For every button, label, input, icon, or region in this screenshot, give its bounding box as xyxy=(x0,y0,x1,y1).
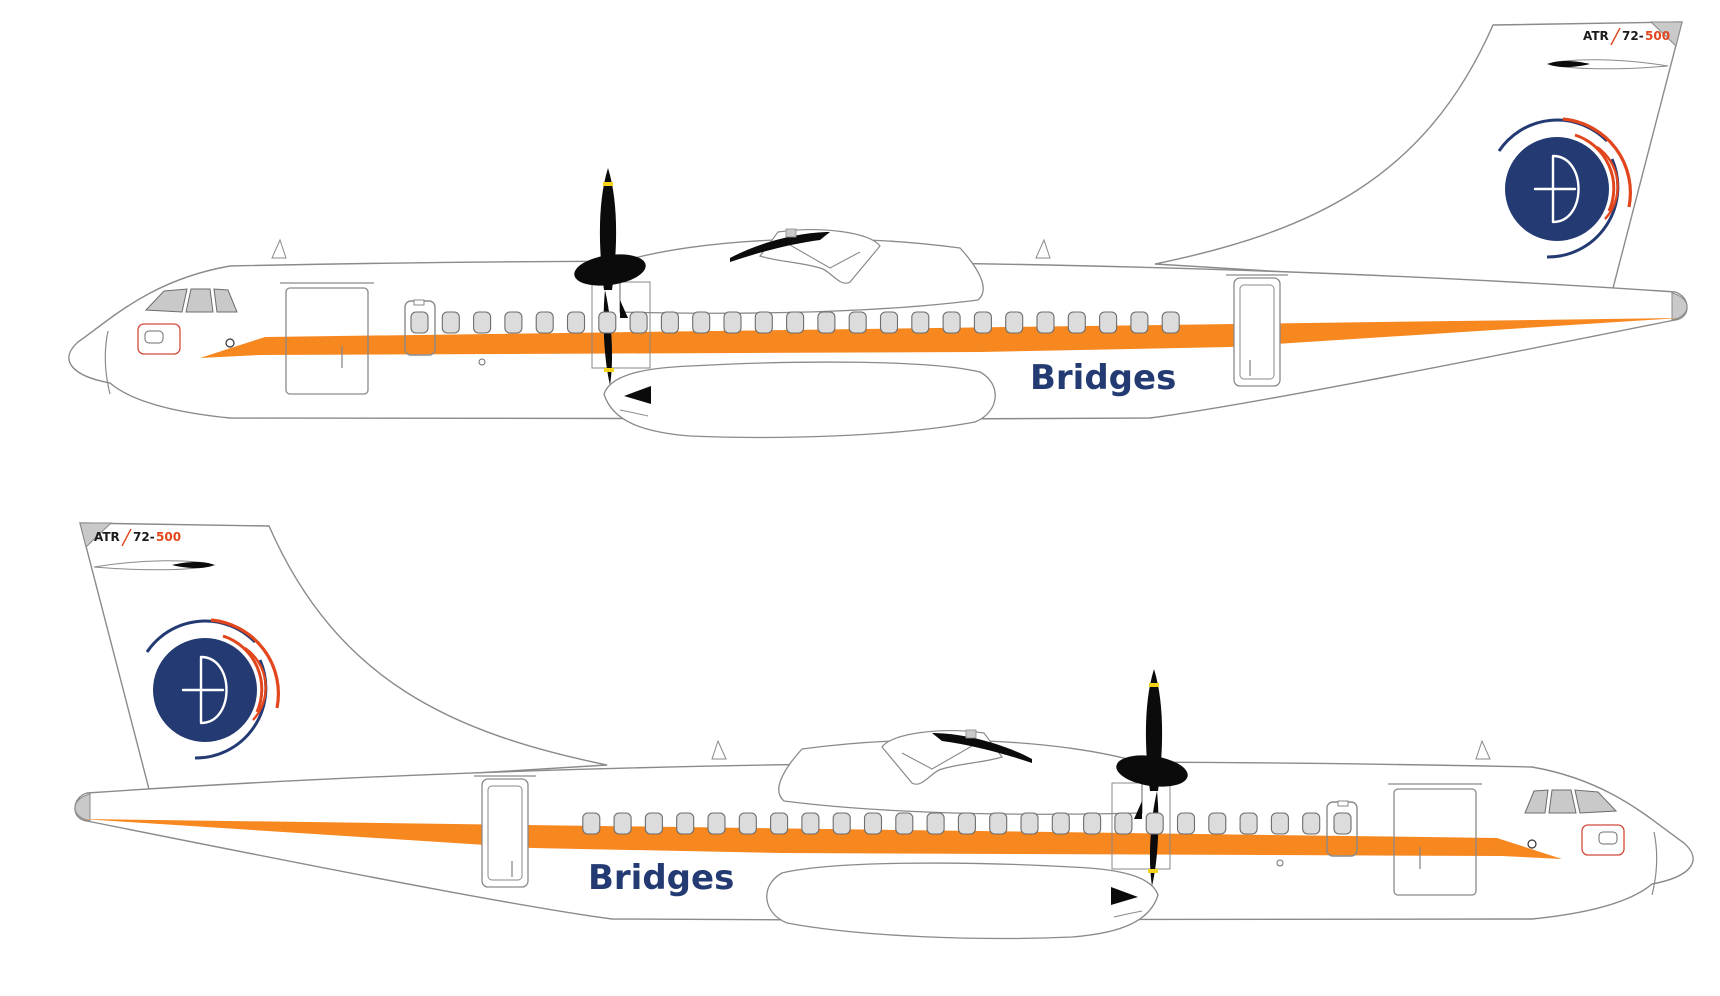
cabin-window xyxy=(1005,311,1024,334)
cabin-window xyxy=(738,812,757,835)
cabin-windows xyxy=(582,812,1352,835)
cabin-window xyxy=(754,311,773,334)
cabin-window xyxy=(926,812,945,835)
cabin-window xyxy=(410,311,429,334)
cabin-window xyxy=(582,812,601,835)
cabin-window xyxy=(441,311,460,334)
cabin-window xyxy=(989,812,1008,835)
cabin-window xyxy=(676,812,695,835)
cabin-window xyxy=(879,311,899,334)
cabin-window xyxy=(723,311,742,334)
cabin-window xyxy=(1036,311,1055,334)
cabin-window xyxy=(1270,812,1289,835)
cabin-window xyxy=(566,311,586,334)
cabin-window xyxy=(911,311,930,334)
cabin-window xyxy=(1302,812,1321,835)
cabin-window xyxy=(1114,812,1133,835)
cabin-window xyxy=(1051,812,1070,835)
cabin-window xyxy=(817,311,836,334)
cabin-window xyxy=(504,311,523,334)
cabin-window xyxy=(973,311,992,334)
cabin-window xyxy=(1161,311,1180,334)
cabin-window xyxy=(613,812,632,835)
cabin-window xyxy=(1020,812,1039,835)
cabin-window xyxy=(473,311,492,334)
cabin-window xyxy=(707,812,726,835)
cabin-window xyxy=(1083,812,1102,835)
cabin-window xyxy=(660,311,679,334)
cabin-window xyxy=(1239,812,1258,835)
cabin-window xyxy=(957,812,976,835)
cabin-window xyxy=(1099,311,1118,334)
cabin-window xyxy=(598,311,617,334)
model-prefix: ATR xyxy=(1583,29,1609,43)
right-side-labels: ATR 72- 500 Bridges xyxy=(94,528,734,898)
cabin-window xyxy=(786,311,805,334)
cabin-windows xyxy=(410,311,1180,334)
cabin-window xyxy=(1130,311,1149,334)
cabin-window xyxy=(1333,812,1352,835)
cabin-window xyxy=(692,311,711,334)
cabin-window xyxy=(644,812,663,835)
cabin-window xyxy=(1067,311,1086,334)
cabin-window xyxy=(848,311,867,334)
model-prefix: ATR xyxy=(94,530,120,544)
cabin-window xyxy=(801,812,820,835)
cabin-window xyxy=(1145,812,1164,835)
model-series: 72- xyxy=(1622,29,1644,43)
airline-title: Bridges xyxy=(588,858,734,898)
cabin-window xyxy=(1208,812,1227,835)
model-variant: 500 xyxy=(1645,29,1670,43)
airline-title: Bridges xyxy=(1030,358,1176,398)
cabin-window xyxy=(895,812,914,835)
cabin-window xyxy=(535,311,554,334)
left-side-view: ATR 72- 500 Bridges xyxy=(68,21,1688,439)
model-series: 72- xyxy=(133,530,155,544)
cabin-window xyxy=(1176,812,1196,835)
cabin-window xyxy=(629,311,648,334)
cabin-window xyxy=(770,812,789,835)
model-variant: 500 xyxy=(156,530,181,544)
right-side-view xyxy=(74,522,1694,940)
cabin-window xyxy=(832,812,851,835)
cabin-window xyxy=(942,311,961,334)
cabin-window xyxy=(863,812,883,835)
